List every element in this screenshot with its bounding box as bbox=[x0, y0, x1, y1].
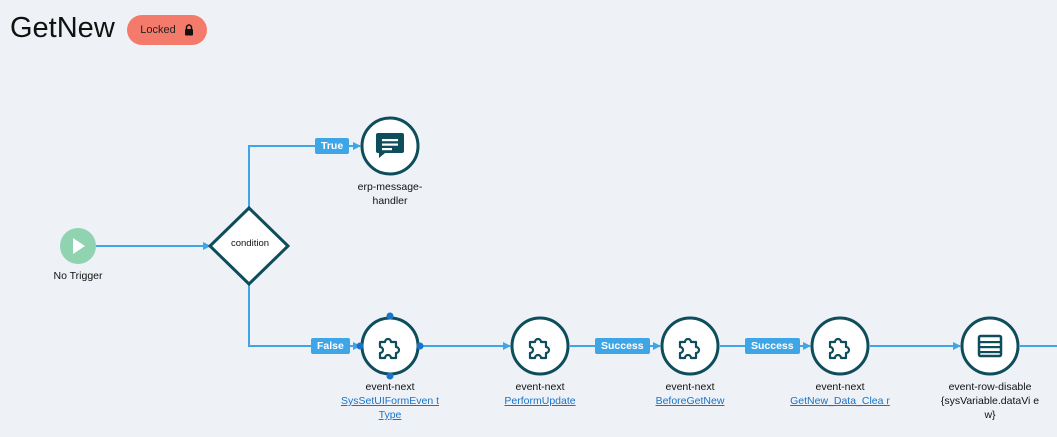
node-event-row-disable[interactable] bbox=[960, 316, 1020, 376]
page-title: GetNew bbox=[10, 12, 115, 44]
node-event-next-3[interactable] bbox=[660, 316, 720, 376]
edge-label-true[interactable]: True bbox=[315, 138, 350, 154]
node-title-line2: handler bbox=[372, 195, 408, 207]
node-erp-message-handler[interactable] bbox=[360, 116, 420, 176]
node-title: event-next bbox=[365, 381, 415, 393]
trigger-node[interactable] bbox=[60, 228, 96, 264]
edge-false[interactable] bbox=[248, 284, 361, 350]
node-title: erp-message- bbox=[357, 181, 423, 193]
condition-node[interactable] bbox=[207, 205, 291, 287]
list-icon bbox=[977, 334, 1003, 358]
message-icon bbox=[376, 133, 404, 158]
lock-icon bbox=[184, 24, 193, 36]
node-label: event-row-disable {sysVariable.dataVi ew… bbox=[936, 380, 1044, 422]
node-link[interactable]: GetNew_Data_Clea r bbox=[790, 395, 890, 407]
puzzle-icon bbox=[678, 337, 701, 360]
edge-label-success[interactable]: Success bbox=[595, 338, 650, 354]
node-label: erp-message- handler bbox=[340, 180, 440, 208]
node-label: event-next BeforeGetNew bbox=[640, 380, 740, 408]
node-event-next-1[interactable] bbox=[356, 312, 424, 380]
edge-label-false[interactable]: False bbox=[311, 338, 350, 354]
node-title: event-next bbox=[515, 381, 565, 393]
node-subtitle: {sysVariable.dataVi ew} bbox=[940, 395, 1040, 421]
condition-label: condition bbox=[230, 238, 270, 249]
node-title: event-row-disable bbox=[948, 381, 1032, 393]
node-link[interactable]: SysSetUIFormEven tType bbox=[340, 395, 440, 421]
node-event-next-4[interactable] bbox=[810, 316, 870, 376]
node-label: event-next GetNew_Data_Clea r bbox=[790, 380, 890, 408]
trigger-label: No Trigger bbox=[38, 269, 118, 283]
play-icon bbox=[73, 238, 85, 254]
status-badge: Locked bbox=[127, 15, 207, 45]
puzzle-icon bbox=[528, 337, 551, 360]
node-title: event-next bbox=[665, 381, 715, 393]
puzzle-icon bbox=[378, 337, 401, 360]
edge-label-success[interactable]: Success bbox=[745, 338, 800, 354]
node-title: event-next bbox=[815, 381, 865, 393]
puzzle-icon bbox=[828, 337, 851, 360]
node-label: event-next SysSetUIFormEven tType bbox=[340, 380, 440, 422]
status-badge-label: Locked bbox=[140, 24, 176, 36]
node-event-next-2[interactable] bbox=[510, 316, 570, 376]
node-label: event-next PerformUpdate bbox=[490, 380, 590, 408]
trigger-label-text: No Trigger bbox=[53, 270, 103, 282]
node-link[interactable]: PerformUpdate bbox=[504, 395, 576, 407]
node-link[interactable]: BeforeGetNew bbox=[655, 395, 725, 407]
